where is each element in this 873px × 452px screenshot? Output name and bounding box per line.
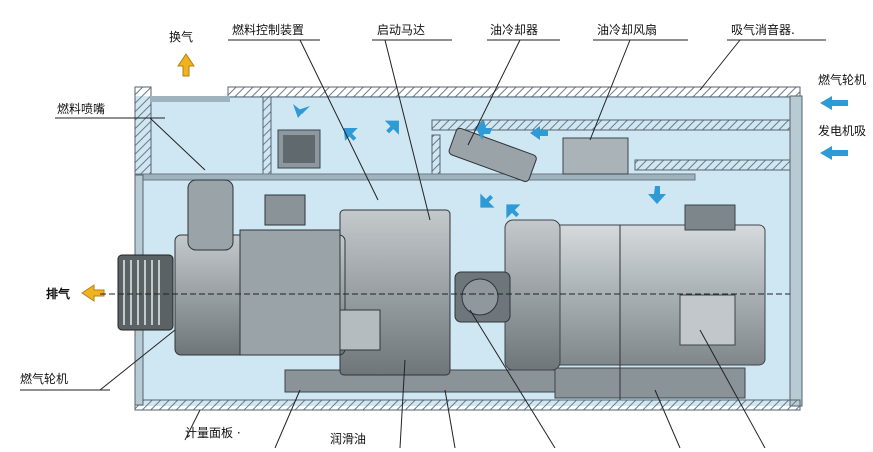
vent-out-arrow (177, 53, 195, 77)
label-intake-silencer: 吸气消音器. (731, 23, 795, 37)
label-oil-cooler: 油冷却器 (490, 23, 539, 37)
roof-left-panel (150, 96, 230, 102)
oil-cooler-fan-box (562, 137, 629, 175)
roof-duct (227, 86, 801, 98)
oil-cooler (448, 127, 537, 182)
generator-terminal-box (684, 204, 736, 231)
generator-base (554, 367, 746, 399)
label-fuel-control: 燃料控制装置 (232, 23, 305, 37)
label-oil-cooler-fan: 油冷却风扇 (597, 23, 658, 37)
exhaust-arrow (81, 284, 105, 302)
floor (134, 399, 801, 411)
left-roof (134, 86, 152, 178)
label-exhaust: 排气 (46, 287, 71, 301)
compressor (239, 229, 341, 356)
label-generator-right: 发电机吸 (818, 124, 867, 138)
duct-lower (634, 159, 803, 171)
label-starter-motor: 启动马达 (377, 23, 426, 37)
label-turbine-right: 燃气轮机 (818, 73, 867, 87)
label-gas-turbine: 燃气轮机 (20, 372, 69, 386)
label-gauge-panel: 计量面板 · (185, 426, 241, 440)
label-fuel-nozzle: 燃料喷嘴 (57, 102, 106, 116)
fuel-tank (187, 179, 234, 251)
inflow-arrows (820, 96, 848, 160)
wall-inner-1 (262, 96, 272, 178)
mid-ceiling (134, 173, 696, 181)
generator-endbell (504, 219, 561, 371)
label-lube-oil: 润滑油 (330, 432, 367, 446)
wall-inner-2 (431, 134, 441, 181)
wall-right (789, 95, 803, 407)
label-ventilation: 换气 (169, 30, 194, 44)
leader-lines (20, 39, 826, 449)
